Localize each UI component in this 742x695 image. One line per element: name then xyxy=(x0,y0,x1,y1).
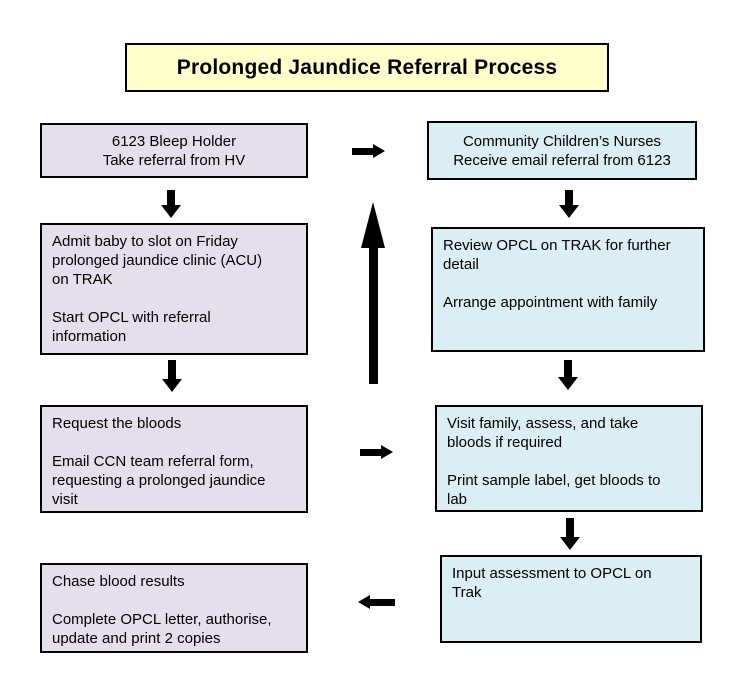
page-title: Prolonged Jaundice Referral Process xyxy=(176,55,558,79)
box-ccn-receive: Community Children’s Nurses Receive emai… xyxy=(427,121,697,180)
arrow-down-icon xyxy=(560,518,580,550)
box-paragraph: Print sample label, get bloods to lab xyxy=(447,472,661,508)
arrow-down-icon xyxy=(162,360,182,392)
arrow-up-icon xyxy=(361,202,385,384)
box-paragraph: Start OPCL with referral information xyxy=(52,309,211,345)
box-text-line: Receive email referral from 6123 xyxy=(453,151,671,169)
box-input-assessment: Input assessment to OPCL on Trak xyxy=(440,555,702,643)
arrow-down-icon xyxy=(558,360,578,390)
box-bleep-holder: 6123 Bleep Holder Take referral from HV xyxy=(40,123,308,178)
box-review-opcl: Review OPCL on TRAK for further detail A… xyxy=(431,227,705,352)
box-paragraph: Complete OPCL letter, authorise, update … xyxy=(52,611,272,647)
box-chase-results: Chase blood results Complete OPCL letter… xyxy=(40,563,308,653)
box-text-line: Community Children’s Nurses xyxy=(462,132,662,150)
box-paragraph: Visit family, assess, and take bloods if… xyxy=(447,415,639,451)
arrow-left-icon xyxy=(358,595,395,609)
box-paragraph: Request the bloods xyxy=(52,415,182,432)
box-paragraph: Admit baby to slot on Friday prolonged j… xyxy=(52,233,263,288)
title-box: Prolonged Jaundice Referral Process xyxy=(125,43,609,92)
box-admit-baby: Admit baby to slot on Friday prolonged j… xyxy=(40,223,308,355)
box-paragraph: Input assessment to OPCL on Trak xyxy=(452,565,652,601)
box-visit-family: Visit family, assess, and take bloods if… xyxy=(435,405,703,512)
box-paragraph: Review OPCL on TRAK for further detail xyxy=(443,237,671,273)
arrow-down-icon xyxy=(559,190,579,218)
box-request-bloods: Request the bloods Email CCN team referr… xyxy=(40,405,308,513)
arrow-right-icon xyxy=(352,144,385,158)
arrow-right-icon xyxy=(360,445,393,459)
box-paragraph: Email CCN team referral form, requesting… xyxy=(52,453,266,508)
box-paragraph: Chase blood results xyxy=(52,573,185,590)
box-text-line: Take referral from HV xyxy=(102,151,246,169)
arrow-down-icon xyxy=(161,190,181,218)
box-paragraph: Arrange appointment with family xyxy=(443,294,658,311)
box-text-line: 6123 Bleep Holder xyxy=(111,132,237,150)
